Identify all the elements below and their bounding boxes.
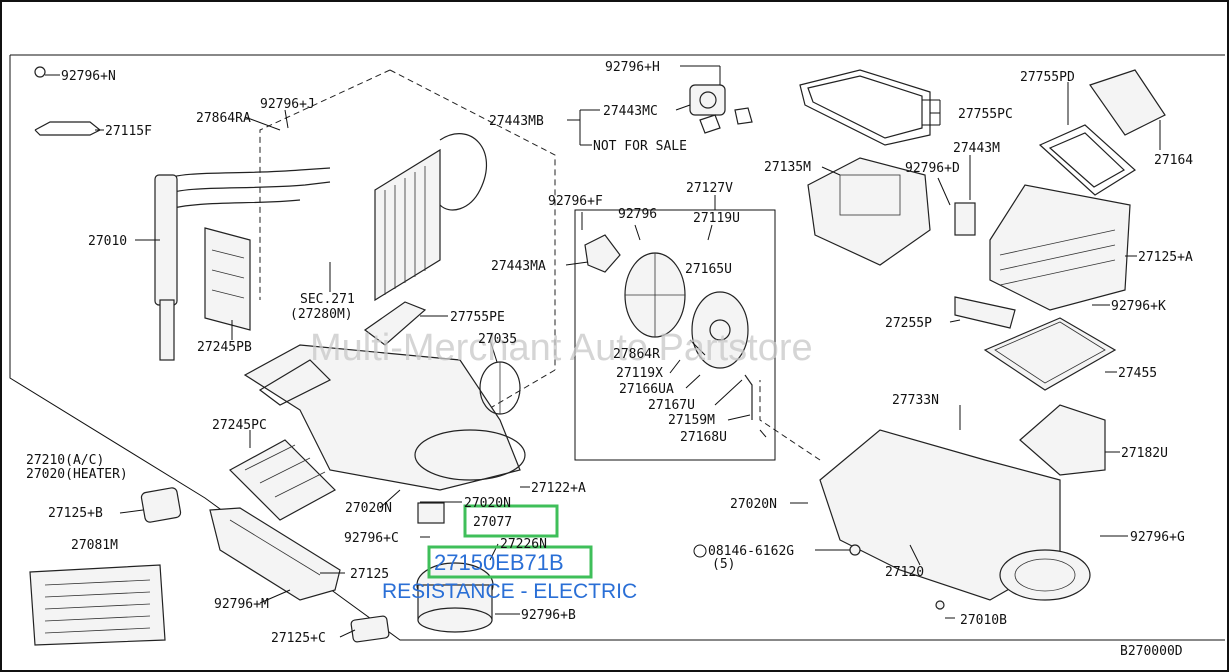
label-27245PB[interactable]: 27245PB [197,340,252,355]
bolt-08146 [849,544,861,556]
label-92796K[interactable]: 92796+K [1111,299,1166,314]
frame-27755PD [1038,124,1136,196]
label-92796M[interactable]: 92796+M [214,597,269,612]
label-27115F[interactable]: 27115F [105,124,152,139]
seal-27125B [140,487,182,523]
highlight-description: RESISTANCE - ELECTRIC [382,580,637,603]
intake-actuator-27443MB [689,84,753,134]
actuator-27255P [954,296,1016,329]
label-27443MC[interactable]: 27443MC [603,104,658,119]
seal-27755PC [799,69,931,146]
filter-27164 [1089,69,1166,136]
seal-27125C [350,615,390,643]
inner-frame [9,55,1225,641]
label-27864RA[interactable]: 27864RA [196,111,251,126]
label-27035[interactable]: 27035 [478,332,517,347]
label-not-for-sale: NOT FOR SALE [593,139,687,154]
label-27755PC[interactable]: 27755PC [958,107,1013,122]
label-27125B[interactable]: 27125+B [48,506,103,521]
fan-assembly [574,209,776,461]
label-27120[interactable]: 27120 [885,565,924,580]
label-92796[interactable]: 92796 [618,207,657,222]
label-27443MA[interactable]: 27443MA [491,259,546,274]
label-qty-5: (5) [712,557,735,572]
label-92796C[interactable]: 92796+C [344,531,399,546]
lower-case-left [243,344,526,491]
label-92796F[interactable]: 92796+F [548,194,603,209]
upper-case-27135M [807,157,931,266]
label-plate-27081M [29,564,166,646]
label-27210[interactable]: 27210(A/C) [26,453,104,468]
label-92796J[interactable]: 92796+J [260,97,315,112]
label-27168U[interactable]: 27168U [680,430,727,445]
label-27455[interactable]: 27455 [1118,366,1157,381]
label-27119U[interactable]: 27119U [693,211,740,226]
blower-motor [416,562,494,633]
highlight-part-number[interactable]: 27150EB71B [434,550,564,575]
label-27226N[interactable]: 27226N [500,537,547,552]
label-27159M[interactable]: 27159M [668,413,715,428]
label-27119X[interactable]: 27119X [616,366,663,381]
leader-lines [45,65,1161,638]
actuator-27443MA [584,234,621,273]
label-27167U[interactable]: 27167U [648,398,695,413]
label-27166UA[interactable]: 27166UA [619,382,674,397]
label-27077[interactable]: 27077 [473,515,512,530]
label-92796G[interactable]: 92796+G [1130,530,1185,545]
label-27020N-3[interactable]: 27020N [730,497,777,512]
label-27125[interactable]: 27125 [350,567,389,582]
lower-case-27120 [819,429,1091,601]
label-27164[interactable]: 27164 [1154,153,1193,168]
label-92796D[interactable]: 92796+D [905,161,960,176]
highlight-box-part[interactable] [427,545,593,579]
heater-core [204,227,251,331]
blower-fan-27035 [479,361,521,415]
duct-27125 [209,507,341,601]
label-27255P[interactable]: 27255P [885,316,932,331]
label-diagram-code: B270000D [1120,644,1183,659]
filter-27455 [983,317,1117,391]
label-27125C[interactable]: 27125+C [271,631,326,646]
label-92796N[interactable]: 92796+N [61,69,116,84]
label-27755PE[interactable]: 27755PE [450,310,505,325]
label-27125A[interactable]: 27125+A [1138,250,1193,265]
label-27135M[interactable]: 27135M [764,160,811,175]
label-27864R[interactable]: 27864R [613,347,660,362]
label-27245PC[interactable]: 27245PC [212,418,267,433]
highlight-box-27077 [463,504,559,538]
label-27122A[interactable]: 27122+A [531,481,586,496]
part-labels: 92796+N 27115F 27864RA 92796+J 27010 272… [26,60,1193,659]
screw-27010B [935,600,945,610]
label-27280M[interactable]: (27280M) [290,307,353,322]
evaporator-core [374,133,488,302]
label-27443MB[interactable]: 27443MB [489,114,544,129]
label-27165U[interactable]: 27165U [685,262,732,277]
label-27182U[interactable]: 27182U [1121,446,1168,461]
label-08146[interactable]: 08146-6162G [708,544,794,559]
label-27020N-2[interactable]: 27020N [464,496,511,511]
duct-27182U [1019,404,1106,476]
label-27020N[interactable]: 27020N [345,501,392,516]
circled-b-icon [693,544,707,558]
label-27127V[interactable]: 27127V [686,181,733,196]
label-27081M[interactable]: 27081M [71,538,118,553]
label-27755PD[interactable]: 27755PD [1020,70,1075,85]
label-92796B[interactable]: 92796+B [521,608,576,623]
label-27010[interactable]: 27010 [88,234,127,249]
label-sec271[interactable]: SEC.271 [300,292,355,307]
label-27443M[interactable]: 27443M [953,141,1000,156]
label-27020-heater[interactable]: 27020(HEATER) [26,467,128,482]
filter-27245PC [229,439,336,521]
actuator-27443M [954,202,976,236]
pipes-assembly [154,167,331,361]
seal-27755PE [363,301,427,346]
label-92796H[interactable]: 92796+H [605,60,660,75]
label-27733N[interactable]: 27733N [892,393,939,408]
watermark: Multi-Merchant Auto Partstore [310,327,813,369]
blower-case-27125A [989,184,1131,311]
resistor-27077 [417,502,445,524]
label-27010B[interactable]: 27010B [960,613,1007,628]
